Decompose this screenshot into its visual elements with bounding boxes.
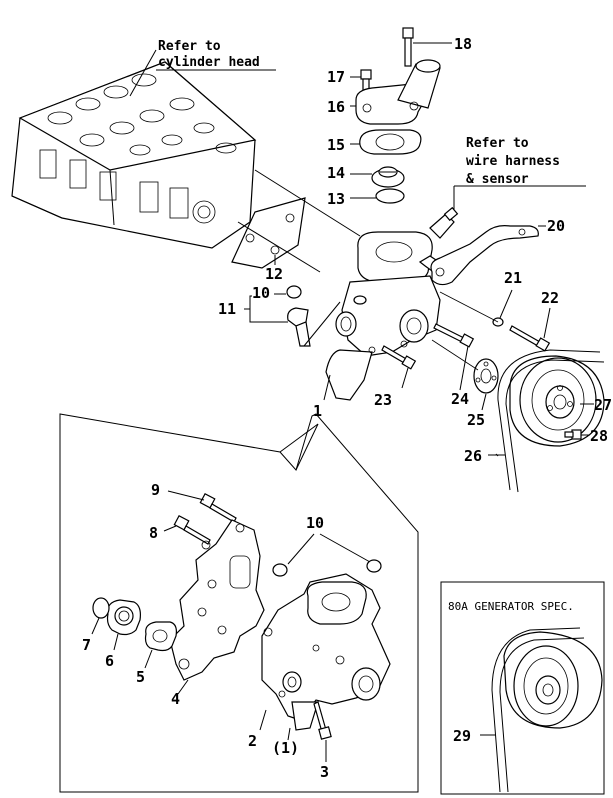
gasket-15 <box>359 129 422 155</box>
o-ring-13 <box>375 188 405 204</box>
callout-1: 1 <box>313 402 322 420</box>
callout-10-upper: 10 <box>252 284 270 302</box>
bolt-8 <box>173 514 211 545</box>
note-wire-harness-line3: & sensor <box>466 172 529 187</box>
callout-10-detail: 10 <box>306 514 324 532</box>
note-wire-harness-line2: wire harness <box>466 154 560 169</box>
cap-10-left <box>272 563 288 577</box>
gasket-4 <box>169 519 265 681</box>
callout-22: 22 <box>541 289 559 307</box>
flange-6 <box>106 599 141 636</box>
callout-6: 6 <box>105 652 114 670</box>
pulley-29 <box>503 631 603 729</box>
callout-18: 18 <box>454 35 472 53</box>
callout-2: 2 <box>248 732 257 750</box>
gasket-5 <box>144 621 177 652</box>
callout-8: 8 <box>149 524 158 542</box>
note-cylinder-head-line1: Refer to <box>158 39 221 54</box>
note-cylinder-head-line2: cylinder head <box>158 55 260 70</box>
callout-4: 4 <box>171 690 180 708</box>
water-pump-assembly <box>325 231 449 401</box>
cap-10 <box>286 285 302 299</box>
bracket-20 <box>430 225 539 286</box>
bolt-18 <box>402 27 414 67</box>
callout-3: 3 <box>320 763 329 781</box>
temperature-sensor <box>429 206 459 239</box>
leader-cylinder-head <box>129 49 157 97</box>
callout-27: 27 <box>594 396 612 414</box>
callout-25: 25 <box>467 411 485 429</box>
cylinder-head <box>11 61 257 249</box>
generator-spec-title: 80A GENERATOR SPEC. <box>448 600 574 613</box>
callout-1-paren: (1) <box>272 739 299 757</box>
thermostat-14 <box>371 166 405 188</box>
callout-23: 23 <box>374 391 392 409</box>
cap-10-right <box>366 559 382 573</box>
generator-spec-box <box>440 581 605 795</box>
callout-9: 9 <box>151 481 160 499</box>
bolt-24 <box>433 323 475 348</box>
callout-20: 20 <box>547 217 565 235</box>
callout-11: 11 <box>218 300 236 318</box>
callout-15: 15 <box>327 136 345 154</box>
callout-28: 28 <box>590 427 608 445</box>
v-belt <box>497 349 601 491</box>
spacer-25 <box>473 358 499 394</box>
callout-26: 26 <box>464 447 482 465</box>
detail-frame <box>59 413 419 793</box>
elbow-fitting <box>287 307 311 347</box>
callout-29: 29 <box>453 727 471 745</box>
bolt-23 <box>381 345 417 370</box>
callout-21: 21 <box>504 269 522 287</box>
bolt-3 <box>313 701 332 740</box>
callout-16: 16 <box>327 98 345 116</box>
bolt-9 <box>199 492 237 523</box>
gasket-12 <box>231 197 306 269</box>
callout-12: 12 <box>265 265 283 283</box>
note-wire-harness-line1: Refer to <box>466 136 529 151</box>
callout-7: 7 <box>82 636 91 654</box>
callout-17: 17 <box>327 68 345 86</box>
bolt-22 <box>509 325 551 352</box>
pulley-26 <box>509 355 605 447</box>
callout-14: 14 <box>327 164 345 182</box>
thermostat-cover-16 <box>355 59 441 125</box>
o-ring-7 <box>92 597 110 619</box>
callout-13: 13 <box>327 190 345 208</box>
callout-24: 24 <box>451 390 469 408</box>
callout-5: 5 <box>136 668 145 686</box>
water-pump-body-detail <box>261 573 391 731</box>
